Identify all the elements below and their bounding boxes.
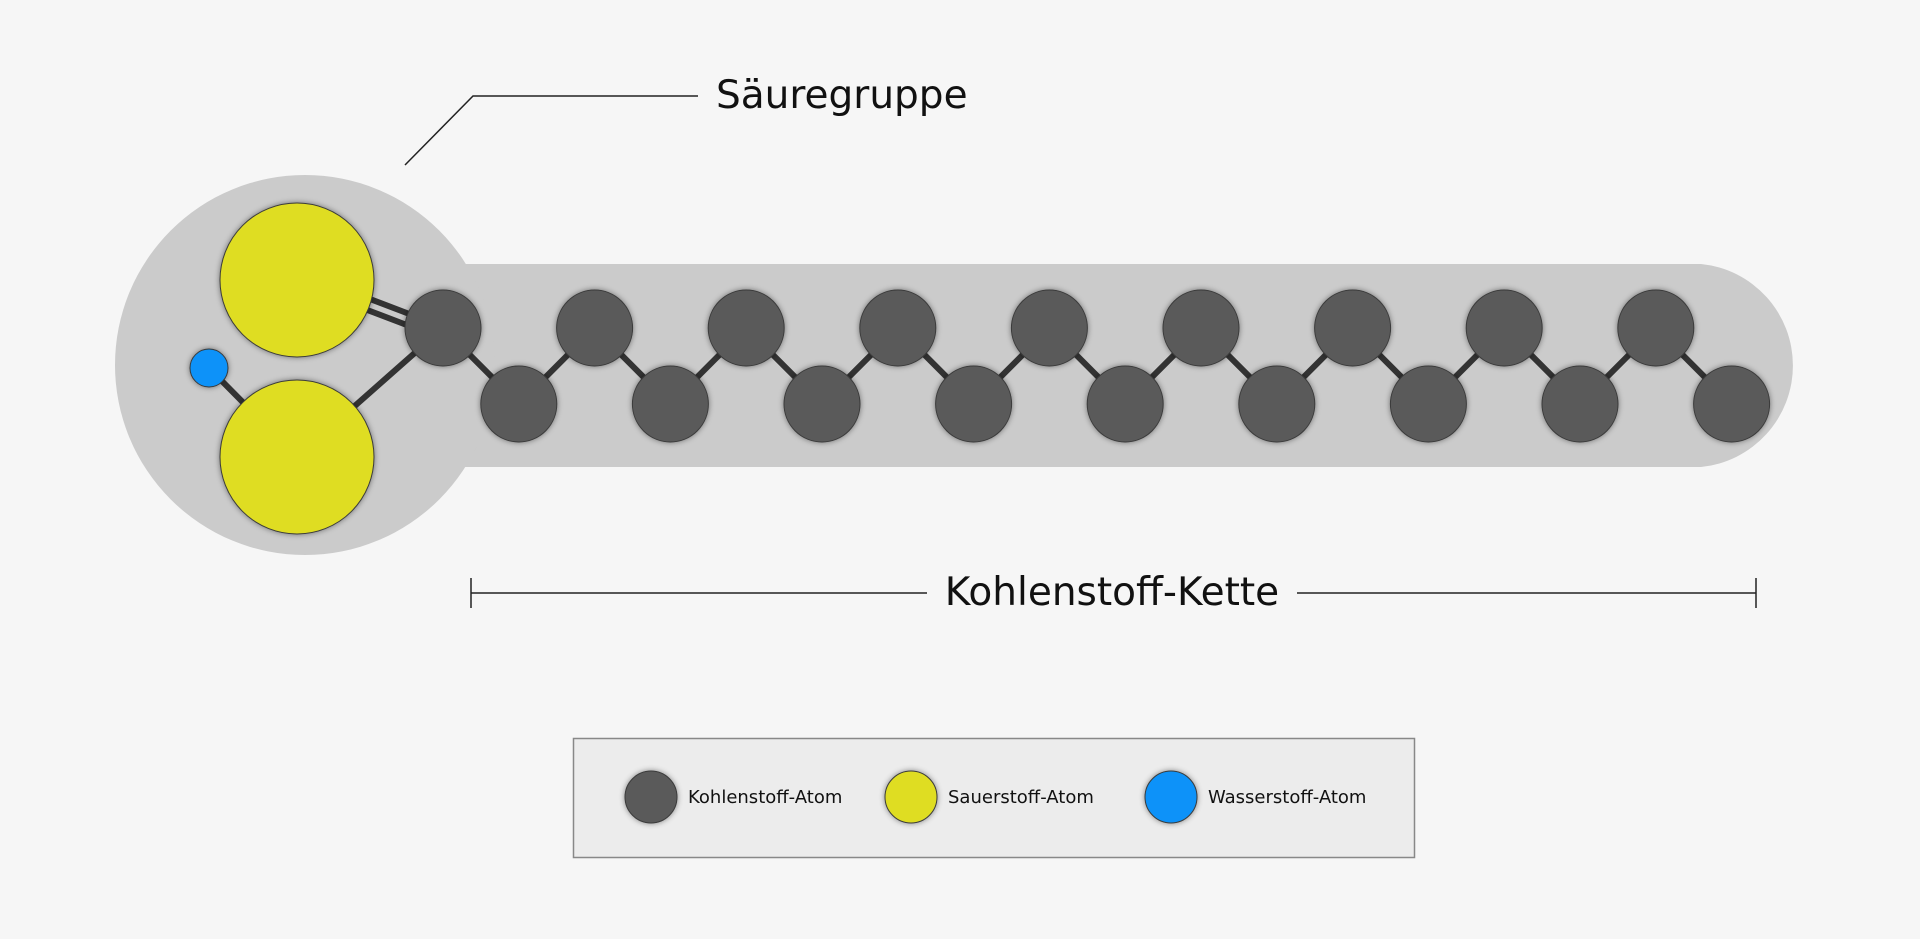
carbon-atom bbox=[1086, 365, 1164, 443]
carbon-atom bbox=[1541, 365, 1619, 443]
carbon-chain-label: Kohlenstoff-Kette bbox=[945, 570, 1279, 615]
carbon-atom bbox=[1389, 365, 1467, 443]
carbon-atom bbox=[935, 365, 1013, 443]
carbon-atom bbox=[1162, 289, 1240, 367]
acid-group-label: Säuregruppe bbox=[716, 73, 968, 118]
carbon-atom bbox=[707, 289, 785, 367]
carbon-atom bbox=[404, 289, 482, 367]
carbon-atom bbox=[480, 365, 558, 443]
legend-box bbox=[572, 737, 1416, 859]
legend-hydrogen-swatch bbox=[1144, 770, 1198, 824]
carbon-atom bbox=[783, 365, 861, 443]
carbon-atom bbox=[1314, 289, 1392, 367]
carbon-oxygen-double-bond-b bbox=[359, 305, 415, 330]
legend-oxygen-swatch bbox=[884, 770, 938, 824]
legend: Kohlenstoff-Atom Sauerstoff-Atom Wassers… bbox=[572, 737, 1416, 859]
hydrogen-atom bbox=[189, 348, 229, 388]
carbon-atom bbox=[631, 365, 709, 443]
carbon-atom bbox=[859, 289, 937, 367]
carbon-atom bbox=[1238, 365, 1316, 443]
carbon-atom bbox=[1465, 289, 1543, 367]
legend-hydrogen-label: Wasserstoff-Atom bbox=[1208, 787, 1366, 808]
carbon-atom bbox=[1010, 289, 1088, 367]
acid-group-blob bbox=[115, 175, 495, 555]
legend-carbon-label: Kohlenstoff-Atom bbox=[688, 787, 842, 808]
oxygen-atom bbox=[219, 379, 375, 535]
carbon-atom bbox=[556, 289, 634, 367]
legend-oxygen-label: Sauerstoff-Atom bbox=[948, 787, 1094, 808]
atoms bbox=[189, 202, 1771, 535]
carbon-chain-dimension bbox=[470, 578, 1757, 608]
oxygen-atom bbox=[219, 202, 375, 358]
carbon-atom bbox=[1693, 365, 1771, 443]
carbon-atom bbox=[1617, 289, 1695, 367]
legend-carbon-swatch bbox=[624, 770, 678, 824]
acid-group-leader-line bbox=[404, 95, 698, 166]
